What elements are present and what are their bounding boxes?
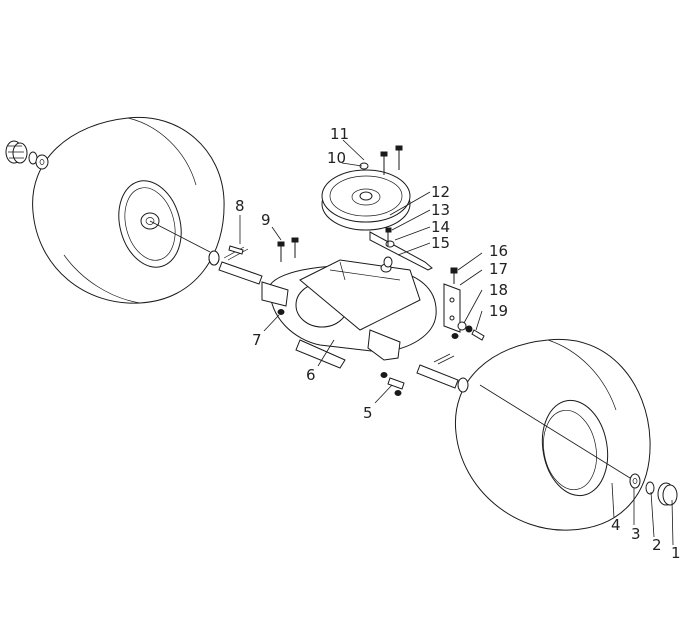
right-wheel <box>454 338 651 531</box>
transaxle <box>261 259 437 369</box>
pulley <box>321 169 411 231</box>
callout-11: 11 <box>330 125 349 143</box>
callout-17: 17 <box>489 260 508 278</box>
control-arm <box>369 231 433 271</box>
callout-9: 9 <box>261 211 271 229</box>
right-hub-cap <box>629 473 678 506</box>
callout-3: 3 <box>631 525 641 543</box>
callout-7: 7 <box>252 331 262 349</box>
callout-10: 10 <box>327 149 346 167</box>
callout-5: 5 <box>363 404 373 422</box>
callout-12: 12 <box>431 183 450 201</box>
hardware <box>208 145 485 396</box>
callout-14: 14 <box>431 218 450 236</box>
bracket <box>443 283 461 333</box>
callout-13: 13 <box>431 201 450 219</box>
callout-19: 19 <box>489 302 508 320</box>
callout-15: 15 <box>431 234 450 252</box>
callout-1: 1 <box>671 544 681 562</box>
leader-lines <box>239 139 674 546</box>
callout-6: 6 <box>306 366 316 384</box>
callout-labels: 1 2 3 4 5 6 7 8 9 10 11 12 13 14 15 16 1… <box>235 125 681 562</box>
callout-16: 16 <box>489 242 508 260</box>
callout-18: 18 <box>489 281 508 299</box>
right-axle <box>416 353 469 393</box>
left-wheel <box>32 116 225 304</box>
left-hub-cap <box>5 140 49 170</box>
callout-4: 4 <box>611 516 621 534</box>
callout-8: 8 <box>235 197 245 215</box>
callout-2: 2 <box>652 536 662 554</box>
